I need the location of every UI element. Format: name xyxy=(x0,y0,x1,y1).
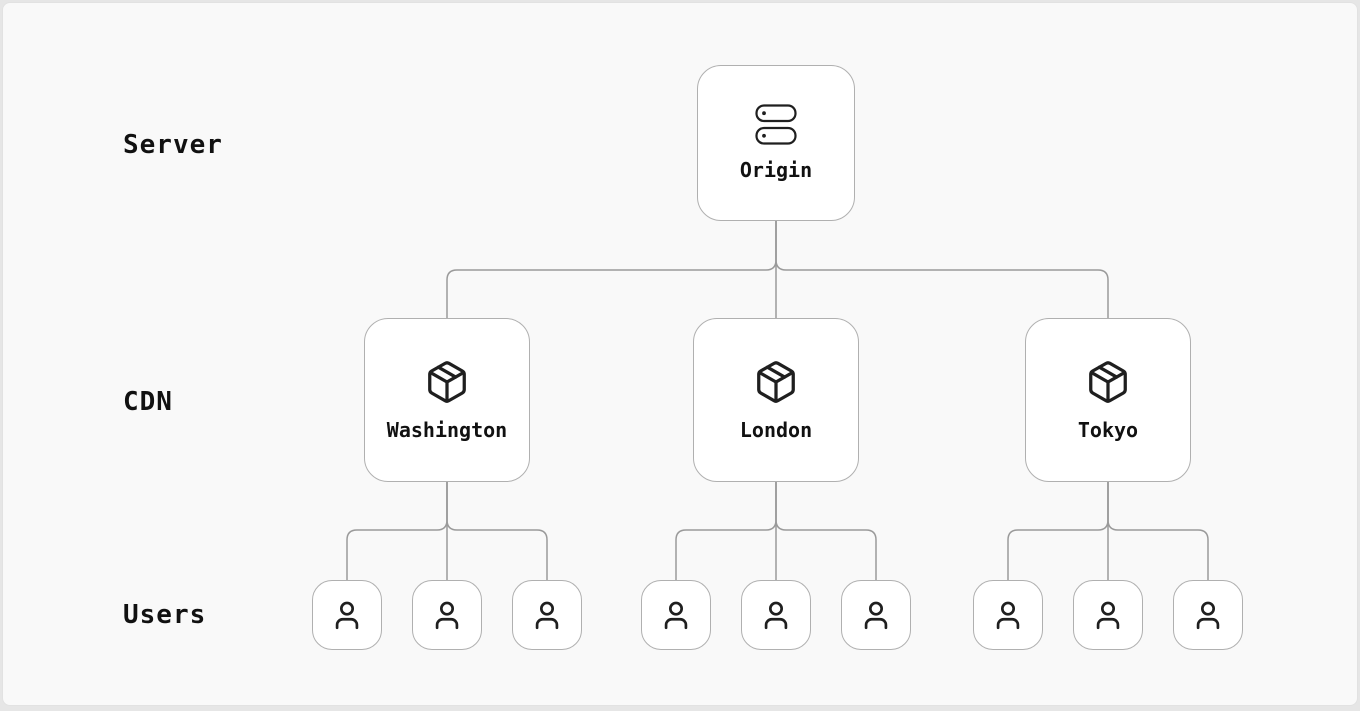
node-cdn-london: London xyxy=(693,318,859,482)
node-cdn-washington: Washington xyxy=(364,318,530,482)
node-label: Tokyo xyxy=(1078,418,1138,442)
row-label-users: Users xyxy=(123,600,206,630)
node-cdn-tokyo: Tokyo xyxy=(1025,318,1191,482)
user-icon xyxy=(991,598,1025,632)
user-icon xyxy=(759,598,793,632)
package-icon xyxy=(424,359,470,405)
user-node xyxy=(841,580,911,650)
user-icon xyxy=(530,598,564,632)
user-icon xyxy=(859,598,893,632)
server-icon xyxy=(755,104,797,145)
user-node xyxy=(312,580,382,650)
node-origin: Origin xyxy=(697,65,855,221)
node-label: Washington xyxy=(387,418,507,442)
node-label: Origin xyxy=(740,158,812,182)
user-node xyxy=(1173,580,1243,650)
row-label-server: Server xyxy=(123,130,223,160)
user-node xyxy=(641,580,711,650)
node-label: London xyxy=(740,418,812,442)
user-icon xyxy=(330,598,364,632)
package-icon xyxy=(1085,359,1131,405)
user-node xyxy=(973,580,1043,650)
user-node xyxy=(1073,580,1143,650)
user-node xyxy=(741,580,811,650)
user-icon xyxy=(659,598,693,632)
package-icon xyxy=(753,359,799,405)
user-node xyxy=(512,580,582,650)
user-icon xyxy=(1191,598,1225,632)
row-label-cdn: CDN xyxy=(123,387,173,417)
user-node xyxy=(412,580,482,650)
user-icon xyxy=(1091,598,1125,632)
user-icon xyxy=(430,598,464,632)
